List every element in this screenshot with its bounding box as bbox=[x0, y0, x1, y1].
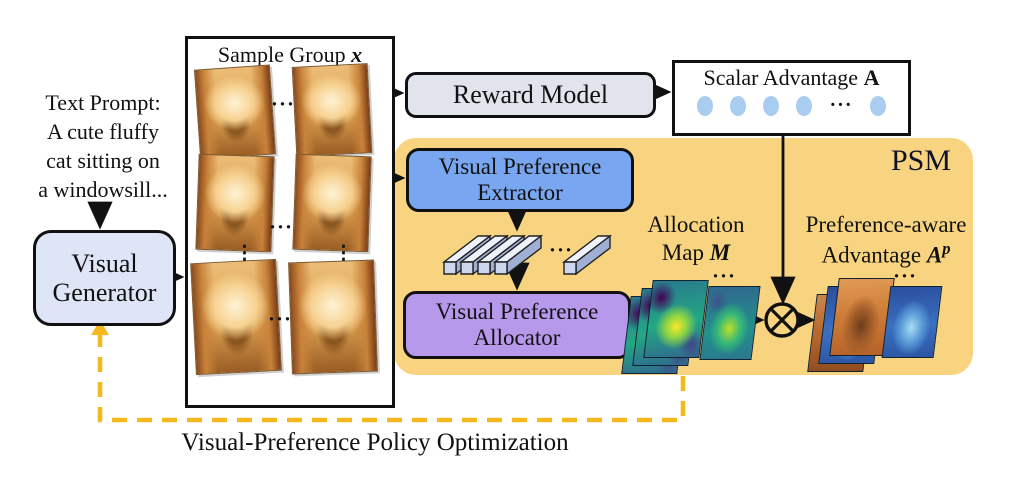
visual-preference-extractor-box: Visual Preference Extractor bbox=[406, 148, 634, 212]
allocation-map-image bbox=[643, 280, 709, 358]
sample-image bbox=[292, 153, 372, 253]
sample-hdots: ··· bbox=[269, 215, 294, 239]
advantage-dot-icon bbox=[730, 95, 747, 116]
scalar-advantage-dots: ··· bbox=[697, 94, 886, 117]
sample-image bbox=[195, 153, 275, 253]
allocation-map-label: Allocation Map M bbox=[636, 211, 756, 266]
preference-advantage-hdots: ··· bbox=[893, 264, 918, 288]
visual-preference-allocator-box: Visual Preference Allocator bbox=[403, 291, 631, 359]
allocation-map-image bbox=[699, 286, 761, 360]
allocation-map-var: M bbox=[709, 239, 731, 265]
preference-advantage-line2: Advantage Ap bbox=[786, 239, 986, 269]
preference-advantage-sup: p bbox=[942, 238, 951, 258]
preference-advantage-image bbox=[881, 286, 943, 358]
advantage-dot-icon bbox=[869, 95, 886, 116]
reward-model-box: Reward Model bbox=[405, 72, 656, 118]
allocation-map-line2: Map M bbox=[636, 239, 756, 267]
sample-group-title-text: Sample Group bbox=[217, 42, 352, 67]
tokens-hdots: ··· bbox=[549, 238, 574, 262]
extractor-label: Extractor bbox=[477, 180, 563, 205]
advantage-dot-icon bbox=[796, 95, 813, 116]
prompt-line: Text Prompt: bbox=[45, 90, 161, 115]
sample-group-title: Sample Group x bbox=[188, 42, 392, 68]
allocator-label: Visual Preference bbox=[435, 299, 599, 325]
advantage-dot-icon bbox=[763, 95, 780, 116]
allocator-label: Allocator bbox=[473, 325, 561, 350]
preference-advantage-label: Preference-aware Advantage Ap bbox=[786, 211, 986, 269]
scalar-hdots: ··· bbox=[829, 94, 853, 116]
scalar-advantage-box: Scalar Advantage A ··· bbox=[672, 60, 911, 136]
sample-hdots: ··· bbox=[268, 307, 293, 331]
allocation-map-line1: Allocation bbox=[647, 212, 745, 237]
sample-image bbox=[193, 64, 277, 160]
scalar-advantage-var: A bbox=[863, 65, 880, 90]
prompt-line: A cute fluffy bbox=[46, 119, 159, 145]
feature-tokens-icon bbox=[441, 234, 613, 276]
sample-hdots: ··· bbox=[271, 92, 296, 116]
sample-vdots: ⋮ bbox=[334, 243, 353, 264]
caption: Visual-Preference Policy Optimization bbox=[181, 429, 569, 456]
allocation-map-stack bbox=[621, 280, 712, 376]
prompt-line: cat sitting on bbox=[46, 148, 160, 174]
prompt-line: a windowsill... bbox=[38, 177, 168, 203]
preference-advantage-line1: Preference-aware bbox=[805, 212, 967, 237]
sample-image bbox=[288, 259, 378, 375]
sample-group-box: Sample Group x ··· ··· ··· ⋮ ⋮ bbox=[185, 36, 395, 408]
reward-model-label: Reward Model bbox=[452, 80, 609, 110]
allocation-map-line2-text: Map bbox=[661, 239, 710, 265]
allocation-map-hdots: ··· bbox=[712, 264, 737, 288]
visual-generator-box: Visual Generator bbox=[33, 230, 176, 326]
advantage-dot-icon bbox=[697, 95, 714, 116]
preference-advantage-line2-text: Advantage bbox=[821, 242, 927, 268]
visual-generator-label: Generator bbox=[52, 278, 157, 307]
sample-image bbox=[291, 63, 373, 157]
preference-advantage-var: A bbox=[926, 242, 943, 268]
sample-group-var: x bbox=[351, 42, 363, 67]
scalar-advantage-title-text: Scalar Advantage bbox=[703, 65, 864, 90]
sample-vdots: ⋮ bbox=[235, 243, 254, 264]
visual-generator-label: Visual bbox=[71, 248, 138, 278]
scalar-advantage-title: Scalar Advantage A bbox=[704, 65, 880, 91]
text-prompt: Text Prompt: A cute fluffy cat sitting o… bbox=[18, 88, 188, 204]
extractor-label: Visual Preference bbox=[438, 154, 602, 180]
psm-label: PSM bbox=[890, 144, 951, 177]
